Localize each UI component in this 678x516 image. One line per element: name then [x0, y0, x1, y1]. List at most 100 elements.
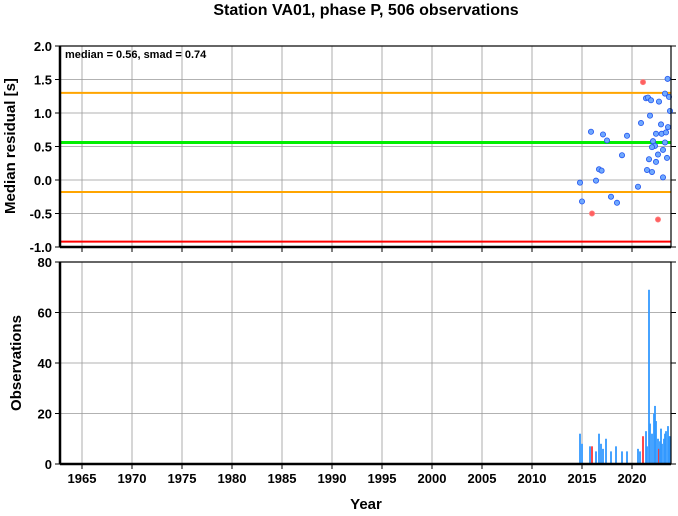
y-tick-label: 80 [38, 255, 52, 270]
y-tick-label: -0.5 [30, 207, 52, 222]
data-bar [649, 423, 651, 464]
x-tick-label: 1980 [218, 471, 247, 486]
observations-panel: 1965 1970 1975 1980 1985 1990 1995 2000 2005 2010… [38, 255, 676, 486]
data-bar [651, 433, 653, 464]
data-point [644, 166, 651, 173]
x-tick-label: 2020 [618, 471, 647, 486]
data-bar [659, 441, 661, 464]
y-tick-label: 60 [38, 306, 52, 321]
data-point [658, 121, 665, 128]
stats-annotation: median = 0.56, smad = 0.74 [65, 49, 207, 61]
data-point [635, 183, 642, 190]
data-bar [605, 438, 607, 464]
data-bar [648, 289, 650, 464]
x-tick-label: 1975 [168, 471, 197, 486]
data-bar [655, 421, 657, 464]
data-point [666, 93, 673, 100]
data-bar [615, 446, 617, 464]
data-bar [661, 443, 663, 464]
data-bar [667, 426, 669, 464]
data-point [614, 199, 621, 206]
data-point [667, 107, 674, 114]
data-point [638, 120, 645, 127]
y-tick-label: 40 [38, 356, 52, 371]
data-point [660, 174, 667, 181]
data-bar [637, 448, 639, 464]
x-tick-label: 1965 [68, 471, 97, 486]
data-point [663, 129, 670, 136]
data-bar [589, 446, 591, 464]
y-tick-label: 1.0 [34, 106, 52, 121]
data-point [665, 124, 672, 131]
x-tick-label: 1970 [118, 471, 147, 486]
data-point [664, 154, 671, 161]
x-tick-label: 2000 [418, 471, 447, 486]
data-bar [621, 451, 623, 464]
data-bar [660, 428, 662, 464]
data-point [655, 151, 662, 158]
data-point [577, 179, 584, 186]
data-bar [653, 413, 655, 464]
data-point [647, 112, 654, 119]
data-point [653, 158, 660, 165]
data-bar [610, 451, 612, 464]
x-tick-label: 2015 [568, 471, 597, 486]
chart-title: Station VA01, phase P, 506 observations [213, 2, 518, 19]
x-tick-label: 1995 [368, 471, 397, 486]
outlier-bar [642, 436, 644, 464]
outlier-bar [658, 448, 660, 464]
x-tick-label: 2010 [518, 471, 547, 486]
data-bar [646, 446, 648, 464]
data-bar [600, 443, 602, 464]
x-tick-label: 2005 [468, 471, 497, 486]
data-bar [664, 433, 666, 464]
data-point [624, 132, 631, 139]
residual-panel: -1.0-0.50.00.51.01.52.0 [30, 39, 676, 255]
data-bar [645, 431, 647, 464]
y-tick-label: 20 [38, 407, 52, 422]
data-point [579, 198, 586, 205]
y-tick-label: 0.0 [34, 173, 52, 188]
data-point [649, 144, 656, 151]
data-point [656, 98, 663, 105]
data-point [600, 131, 607, 138]
outlier-point [640, 79, 647, 86]
data-point [604, 137, 611, 144]
data-bar [665, 431, 667, 464]
outlier-bar [591, 446, 593, 464]
bottom-y-axis-label: Observations [8, 315, 25, 411]
data-point [660, 146, 667, 153]
data-bar [581, 443, 583, 464]
x-axis-label: Year [350, 496, 382, 511]
data-point [653, 130, 660, 137]
y-tick-label: -1.0 [30, 240, 52, 255]
y-tick-label: 1.5 [34, 73, 52, 88]
outlier-point [655, 216, 662, 223]
data-bar [579, 433, 581, 464]
data-bar [598, 433, 600, 464]
data-point [646, 156, 653, 163]
data-bar [663, 438, 665, 464]
y-tick-label: 0.5 [34, 140, 52, 155]
data-point [662, 139, 669, 146]
data-bar [639, 451, 641, 464]
data-bar [657, 438, 659, 464]
x-tick-label: 1990 [318, 471, 347, 486]
data-point [648, 97, 655, 104]
y-tick-label: 0 [45, 457, 52, 472]
data-point [664, 75, 671, 82]
data-bar [668, 436, 670, 464]
outlier-point [589, 210, 596, 217]
data-point [593, 177, 600, 184]
data-bar [595, 451, 597, 464]
data-bar [626, 451, 628, 464]
data-point [608, 193, 615, 200]
data-point [619, 152, 626, 159]
data-bar [669, 436, 671, 464]
x-tick-label: 1985 [268, 471, 297, 486]
data-bar [602, 448, 604, 464]
data-point [588, 128, 595, 135]
data-point [662, 90, 669, 97]
top-y-axis-label: Median residual [s] [2, 78, 19, 214]
